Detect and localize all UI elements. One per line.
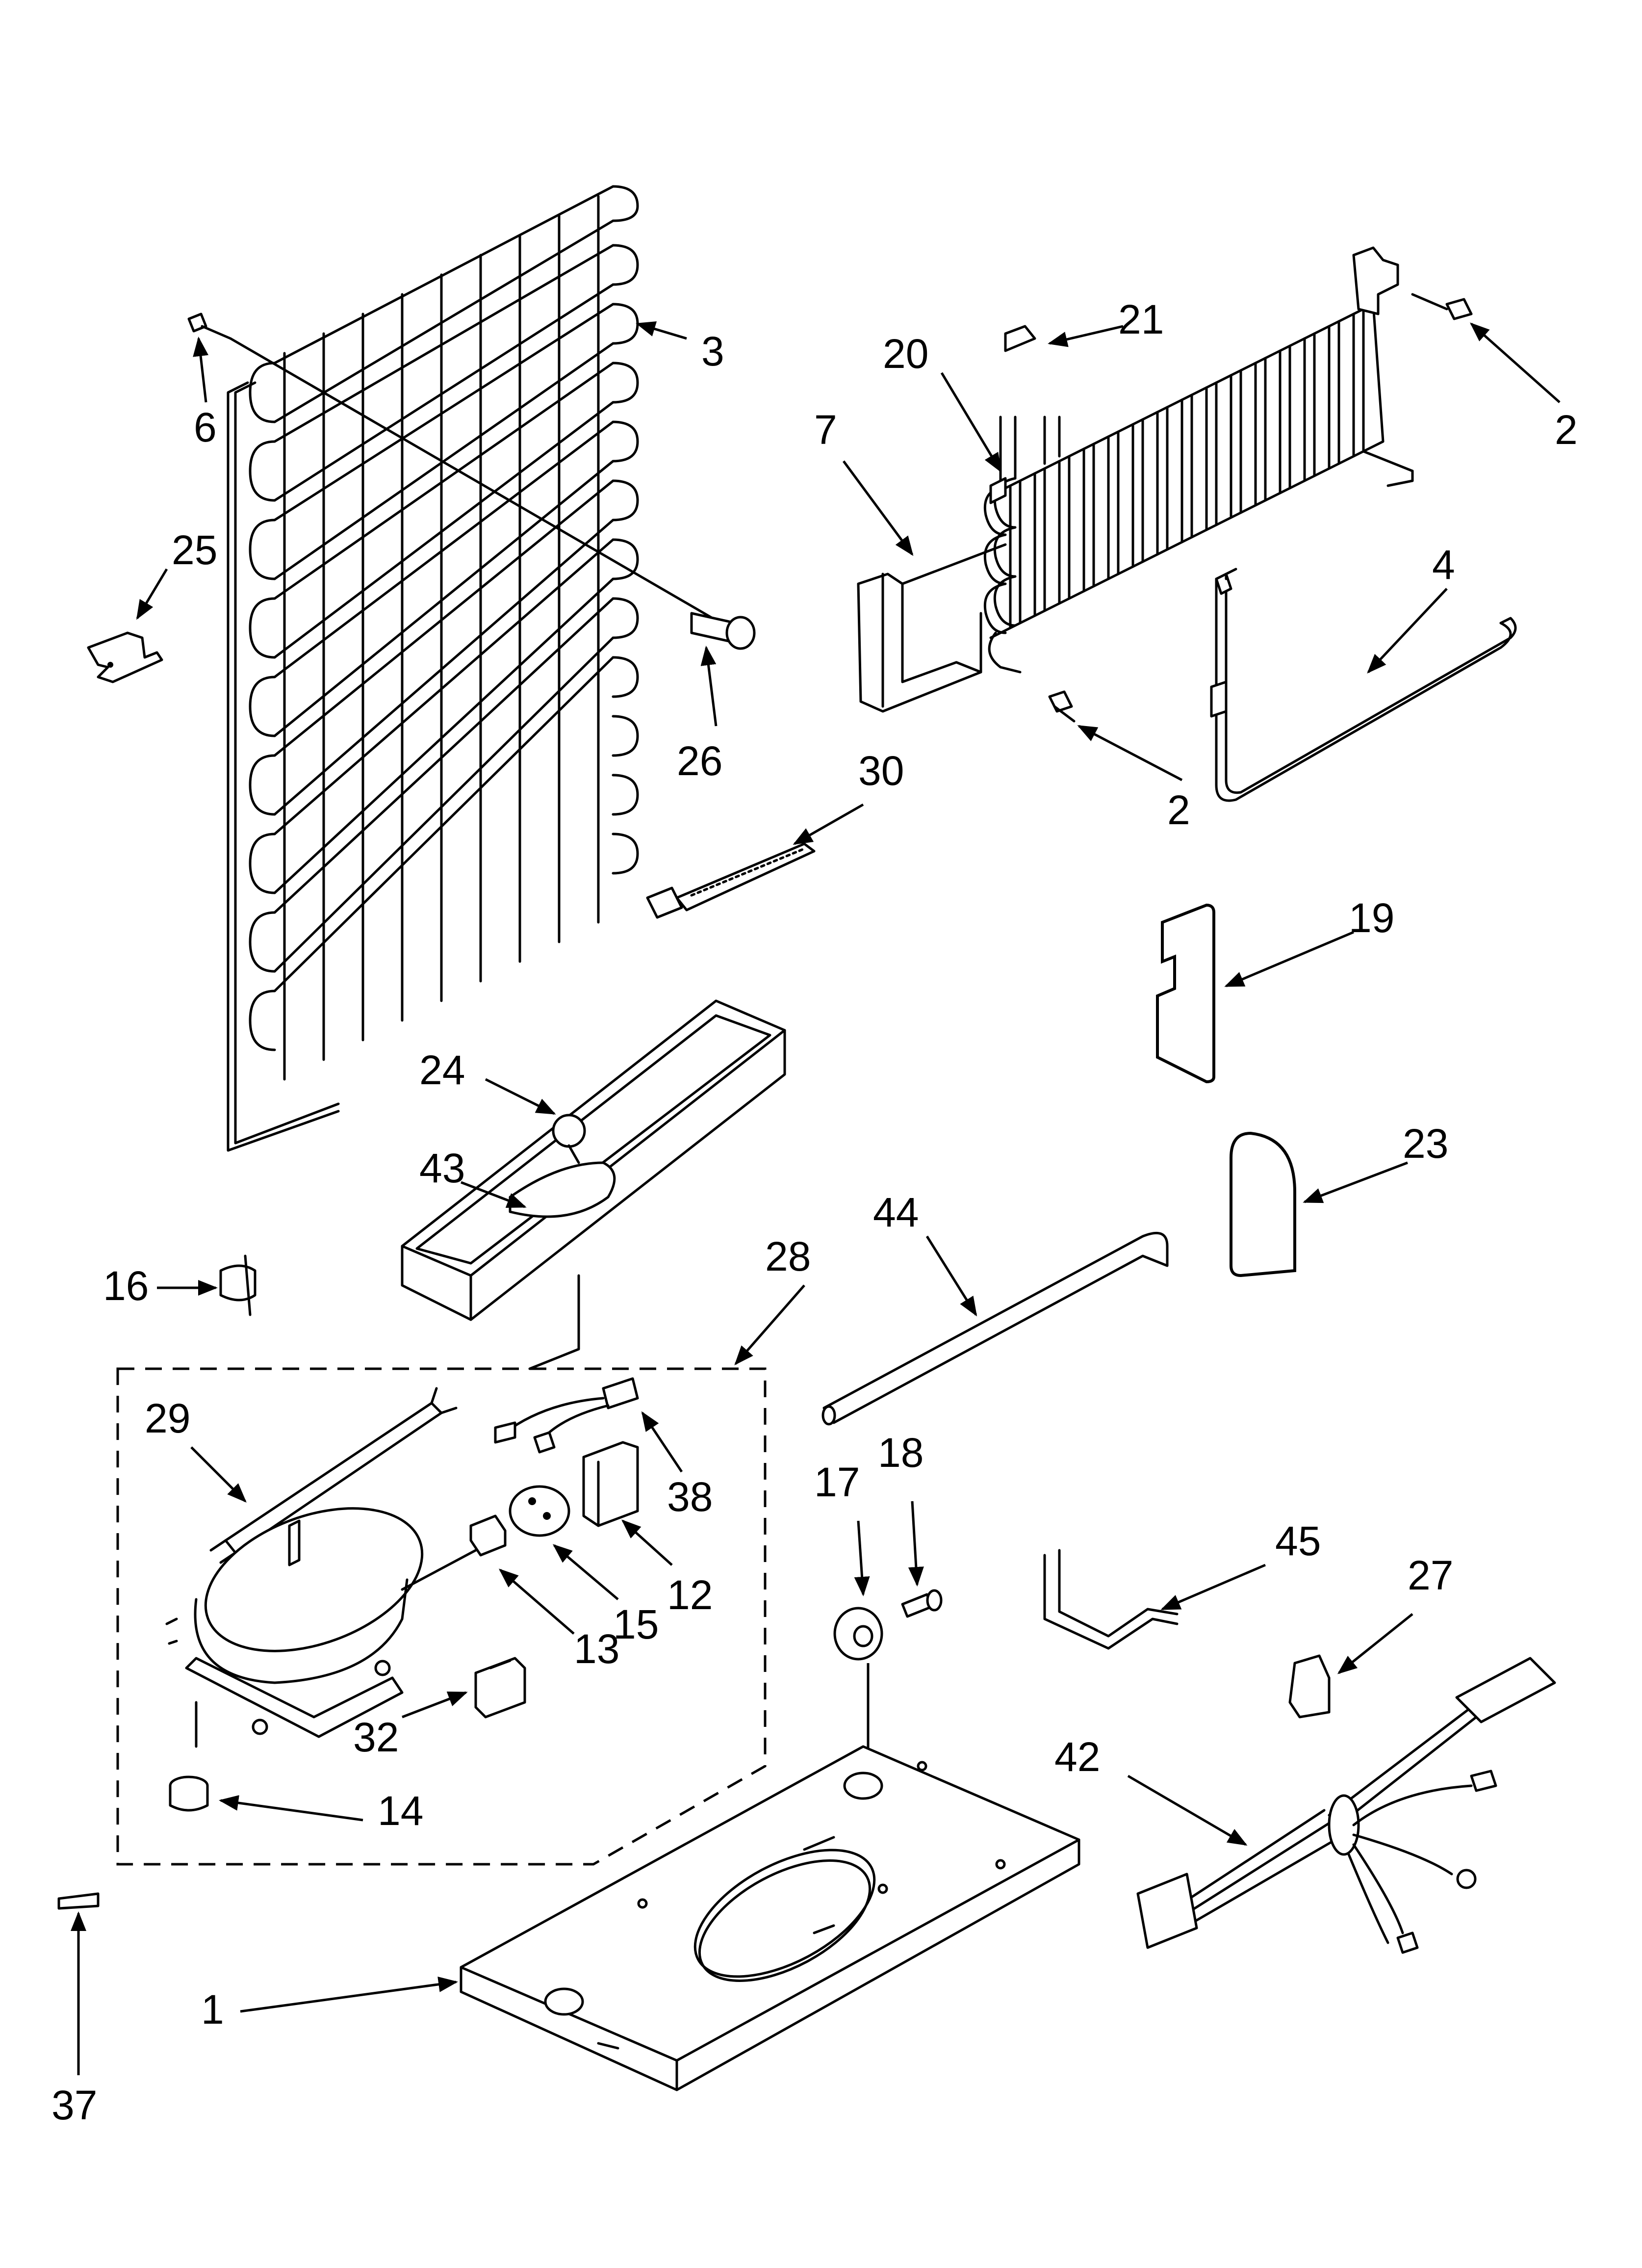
callout-13: 13 <box>574 1626 619 1672</box>
clip-part-37 <box>57 1892 100 1910</box>
screw-part-6 <box>187 313 232 340</box>
drain-pan-part-43 <box>401 999 786 1370</box>
callout-15: 15 <box>613 1601 659 1647</box>
callout-17: 17 <box>814 1459 860 1505</box>
grommet-part-14 <box>169 1775 209 1812</box>
callout-38: 38 <box>667 1474 713 1520</box>
callout-44: 44 <box>873 1189 919 1235</box>
callout-2-bottom: 2 <box>1167 787 1190 833</box>
callout-20: 20 <box>883 331 928 377</box>
grommet-part-26 <box>690 612 756 650</box>
relay-part-15 <box>509 1485 570 1537</box>
wire-harness-part-38 <box>494 1377 639 1454</box>
capacitor-part-32 <box>474 1657 526 1719</box>
grommet-part-17 <box>833 1607 883 1661</box>
compressor-assembly-boundary <box>116 1367 767 1866</box>
callout-18: 18 <box>878 1430 924 1476</box>
callout-14: 14 <box>378 1788 423 1834</box>
power-cord-part-42 <box>1136 1657 1556 1954</box>
evaporator-part <box>857 246 1414 723</box>
cover-part-12 <box>582 1441 639 1527</box>
callout-26: 26 <box>677 738 722 784</box>
overload-part-13 <box>401 1514 507 1591</box>
clip-part-16 <box>219 1254 257 1316</box>
tube-part-45 <box>1043 1549 1179 1650</box>
callout-43: 43 <box>419 1145 465 1191</box>
callout-4: 4 <box>1432 542 1455 588</box>
callout-32: 32 <box>353 1714 399 1760</box>
callout-30: 30 <box>858 748 904 794</box>
callout-23: 23 <box>1403 1121 1448 1167</box>
callout-2-top: 2 <box>1555 407 1578 453</box>
callout-28: 28 <box>765 1233 811 1279</box>
callout-42: 42 <box>1054 1734 1100 1780</box>
callout-1: 1 <box>201 1986 224 2033</box>
callout-6: 6 <box>194 404 217 450</box>
leader-arrows <box>71 321 1561 2075</box>
mounting-line <box>230 337 722 625</box>
foam-block-part-23 <box>1230 1131 1296 1277</box>
callout-37: 37 <box>51 2082 97 2128</box>
screw-part-18 <box>901 1589 943 1618</box>
base-tray-part-1 <box>460 1745 1080 2091</box>
callout-19: 19 <box>1349 895 1394 941</box>
callout-45: 45 <box>1275 1518 1321 1564</box>
cable-tie-part-30 <box>646 842 816 919</box>
bracket-part-25 <box>87 631 163 683</box>
defrost-heater-part-4 <box>1210 568 1517 802</box>
callout-12: 12 <box>667 1572 713 1618</box>
callout-25: 25 <box>172 527 217 573</box>
bracket-part-27 <box>1288 1654 1331 1719</box>
condenser-part <box>227 185 639 1152</box>
callout-labels: 3 6 21 20 2 7 4 25 26 2 30 19 23 24 43 4… <box>51 296 1578 2128</box>
compressor-part <box>165 1507 424 1748</box>
callout-21: 21 <box>1118 296 1164 342</box>
callout-27: 27 <box>1408 1552 1453 1598</box>
screw-part-2-top <box>1411 293 1473 320</box>
filter-drier-part-29 <box>209 1387 458 1564</box>
callout-7: 7 <box>814 407 837 453</box>
callout-29: 29 <box>145 1395 190 1441</box>
callout-16: 16 <box>103 1263 149 1309</box>
callout-24: 24 <box>419 1047 465 1093</box>
foam-block-part-19 <box>1156 903 1215 1084</box>
tube-part-44 <box>821 1231 1169 1426</box>
callout-3: 3 <box>701 328 724 374</box>
